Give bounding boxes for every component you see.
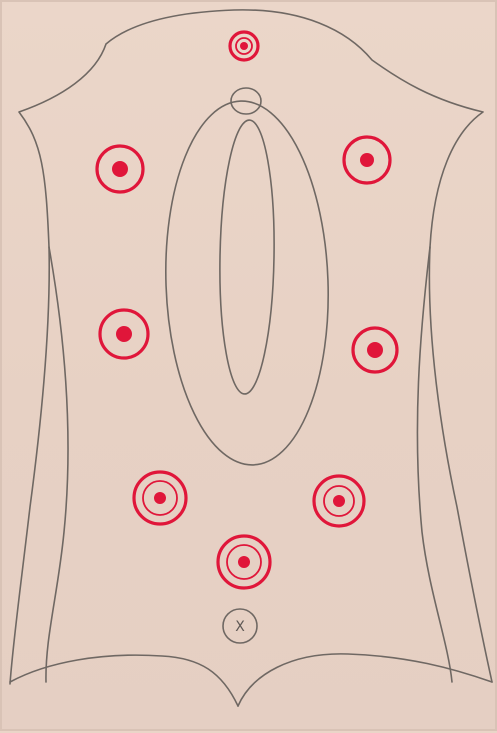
marker-upper-left [97,146,143,192]
marker-lower-right [314,476,364,526]
marker-lower-left [134,472,186,524]
inner-oval [218,120,277,395]
bottom-curve-left [10,655,238,706]
x-marker-label: X [235,619,245,635]
marker-top [230,32,258,60]
left-lower-edge [46,247,68,682]
marker-mid-right [353,328,397,372]
marker-upper-right [344,137,390,183]
right-lower-edge [417,247,452,682]
outer-oval [160,98,335,467]
bottom-curve-right [238,654,492,706]
marker-bottom-center [218,536,270,588]
marker-mid-left [100,310,148,358]
